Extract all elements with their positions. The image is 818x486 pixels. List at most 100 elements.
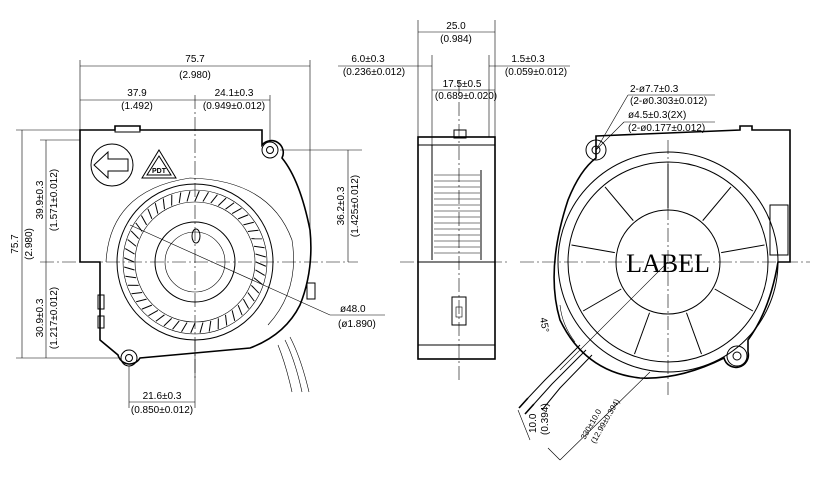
impeller-blade xyxy=(136,298,147,303)
bottom-hole-in-label: (0.850±0.012) xyxy=(131,405,193,416)
hole-callout-leader-2 xyxy=(595,121,625,151)
overall-width-label: 75.7 xyxy=(185,54,205,65)
impeller-blade xyxy=(231,207,242,215)
upper-height-label: 39.9±0.3 xyxy=(35,180,46,219)
front-wire-3 xyxy=(277,344,293,393)
impeller-blade xyxy=(202,192,209,202)
lower-height-label: 30.9±0.3 xyxy=(35,298,46,337)
front-top-tab xyxy=(114,125,141,133)
front-wire-1 xyxy=(284,339,303,393)
thickness-in-label: (0.984) xyxy=(440,34,472,45)
lower-height-in-label: (1.217±0.012) xyxy=(49,287,60,349)
right-offset-label: 1.5±0.3 xyxy=(511,54,545,65)
impeller-blade xyxy=(208,320,212,332)
rear-spoke xyxy=(582,288,622,312)
impeller-blade xyxy=(253,245,265,249)
thickness-label: 25.0 xyxy=(446,21,466,32)
impeller-blade xyxy=(130,230,140,240)
impeller-dia-label: ø48.0 xyxy=(340,304,366,315)
impeller-radius-leader xyxy=(129,224,331,316)
impeller-blade xyxy=(140,215,148,226)
hole-outer-label: 2-ø7.7±0.3 xyxy=(630,84,679,95)
rear-spoke xyxy=(604,186,634,221)
impeller-blade xyxy=(131,292,143,295)
right-offset-in-label: (0.059±0.012) xyxy=(505,67,567,78)
rear-wire-1 xyxy=(527,344,581,399)
impeller-blade xyxy=(217,197,227,207)
impeller-blades xyxy=(123,190,267,334)
rear-wire-2 xyxy=(533,349,587,405)
rear-housing-outline xyxy=(553,125,791,379)
front-hole-top-inner xyxy=(266,146,274,154)
impeller-blade xyxy=(255,261,267,267)
impeller-blade xyxy=(247,229,259,232)
impeller-blade xyxy=(199,322,204,333)
center-offset-label: 17.5±0.5 xyxy=(443,79,482,90)
impeller-blade xyxy=(124,266,135,271)
impeller-blade xyxy=(255,253,266,258)
hole-offset-label: 24.1±0.3 xyxy=(215,88,254,99)
rear-hole-bottom-outer xyxy=(726,345,748,367)
front-view: PDT 75.7 (2.980) 37.9 (1.492) 24.1±0.3 (… xyxy=(10,54,385,416)
overall-height-label: 75.7 xyxy=(10,234,21,254)
left-offset-in-label: (0.236±0.012) xyxy=(343,67,405,78)
hole-outer-in-label: (2-ø0.303±0.012) xyxy=(630,96,707,107)
impeller-blade xyxy=(231,310,236,321)
impeller-blade xyxy=(237,304,243,316)
front-right-tab xyxy=(306,282,316,300)
hole-callout-leader-1 xyxy=(595,94,629,151)
recycle-logo-icon xyxy=(141,149,177,179)
ext-line xyxy=(547,447,561,461)
impeller-blade xyxy=(253,277,263,285)
half-width-label: 37.9 xyxy=(127,88,147,99)
impeller-blade xyxy=(225,314,228,326)
right-height-label: 36.2±0.3 xyxy=(336,186,347,225)
impeller-blade xyxy=(210,194,218,204)
rear-wire-tip-2 xyxy=(524,403,535,415)
overall-width-in-label: (2.980) xyxy=(179,70,211,81)
upper-height-in-label: (1.571±0.012) xyxy=(49,169,60,231)
dim-line-wire-spacing xyxy=(517,409,531,441)
impeller-blade xyxy=(148,309,159,317)
impeller-blade xyxy=(154,203,159,214)
rear-angle-arc xyxy=(559,304,576,343)
rear-45-line xyxy=(559,261,669,371)
overall-height-in-label: (2.980) xyxy=(24,228,35,260)
impeller-blade xyxy=(237,214,249,220)
impeller-blade xyxy=(147,208,153,220)
impeller-blade xyxy=(125,275,137,279)
airflow-direction-icon xyxy=(90,143,134,187)
impeller-blade xyxy=(123,257,135,263)
front-scroll-inner xyxy=(105,177,294,326)
right-height-in-label: (1.425±0.012) xyxy=(350,175,361,237)
wire-spacing-in-label: (0.394) xyxy=(540,403,551,435)
front-housing-outline xyxy=(79,125,312,365)
impeller-blade xyxy=(186,191,191,202)
impeller-blade xyxy=(125,248,135,255)
left-offset-label: 6.0±0.3 xyxy=(351,54,385,65)
recycle-logo-text: PDT xyxy=(152,168,167,175)
rear-angle-label: 45° xyxy=(537,317,550,334)
side-housing-outline xyxy=(417,136,496,360)
half-width-in-label: (1.492) xyxy=(121,101,153,112)
rear-spoke xyxy=(571,244,615,254)
impeller-blade xyxy=(162,198,165,210)
impeller-blade xyxy=(141,304,153,310)
impeller-blade xyxy=(127,239,137,247)
impeller-blade xyxy=(242,298,250,309)
rear-spoke xyxy=(721,244,765,254)
impeller-hub-mark xyxy=(191,228,201,244)
hole-offset-in-label: (0.949±0.012) xyxy=(203,101,265,112)
rear-vent-windows xyxy=(571,164,765,355)
front-side-clip-2 xyxy=(97,315,105,329)
impeller-blade xyxy=(247,292,255,302)
front-wire-2 xyxy=(289,336,310,393)
impeller-blade xyxy=(255,269,265,276)
rear-spoke xyxy=(714,288,754,312)
bottom-hole-label: 21.6±0.3 xyxy=(143,391,182,402)
dim-line-wire-length xyxy=(559,371,651,461)
front-hole-bottom-inner xyxy=(125,354,133,362)
rear-hole-top-outer xyxy=(585,139,607,161)
impeller-blade xyxy=(181,322,188,332)
